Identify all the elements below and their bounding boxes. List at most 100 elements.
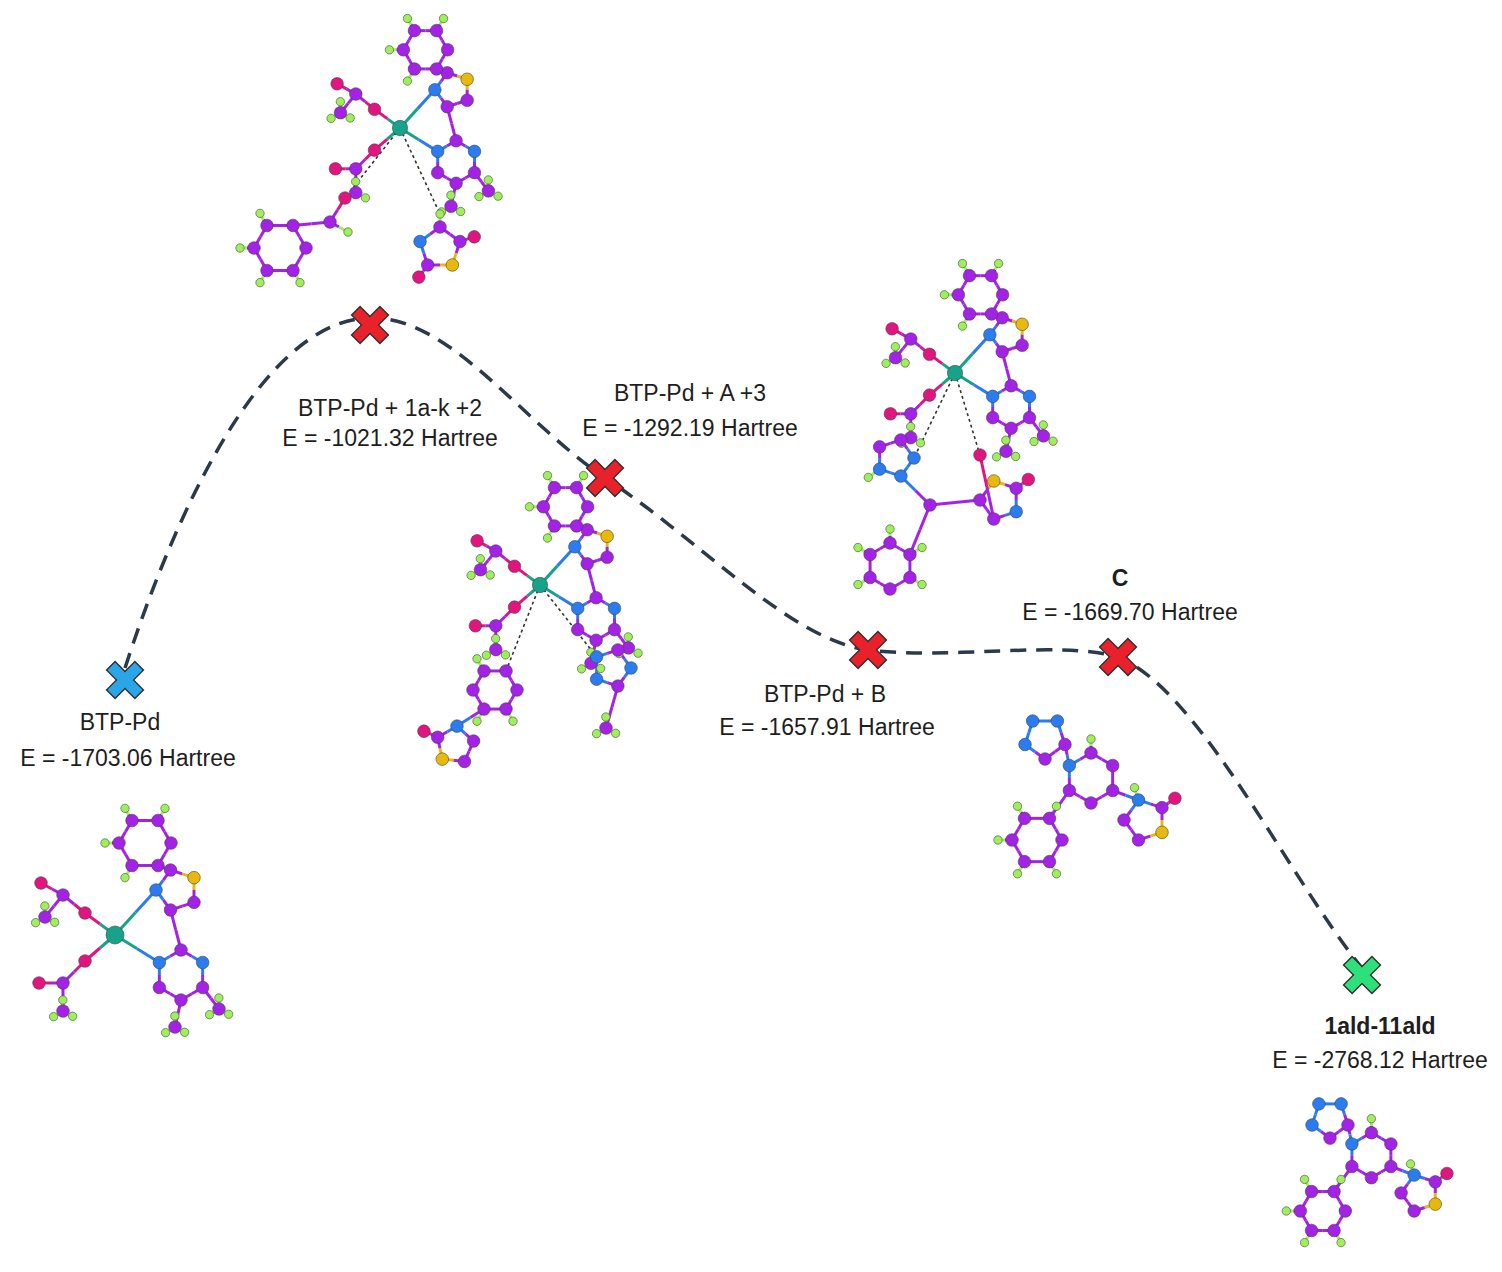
atom [59,996,67,1004]
atom [336,98,344,106]
atom [1005,379,1018,392]
x-marker-fill [1101,640,1135,674]
atom [592,729,600,737]
x-marker [1100,639,1137,676]
atom [175,944,188,957]
reaction-path [125,318,1362,968]
atom [501,651,509,659]
atom [1019,738,1032,751]
atom [350,163,363,176]
atom [57,889,70,902]
atom [429,83,442,96]
atom [1005,422,1018,435]
atom [994,836,1002,844]
atom [891,343,899,351]
x-marker-bar [107,662,144,699]
energy-label: 1ald-11ald [1321,1012,1438,1040]
x-marker-bar [352,307,389,344]
atom [1441,1167,1454,1180]
x-marker-fill [353,308,387,342]
atom [947,365,962,380]
atom [537,501,550,514]
atom [1002,436,1010,444]
atom [1016,318,1029,331]
atom [397,44,410,57]
atom [577,665,585,673]
x-marker-bar [1100,639,1137,676]
x-marker-bar [1344,957,1381,994]
atom [1294,1205,1307,1218]
atom [1429,1198,1442,1211]
atom [1156,801,1169,814]
x-marker-fill [108,663,142,697]
atom [1408,1205,1421,1218]
atom [1022,473,1035,486]
atom [1106,784,1119,797]
atom [873,463,886,476]
atom [601,530,614,543]
atom [886,323,899,336]
molecule [994,715,1181,878]
atom [152,814,165,827]
atom [590,591,603,604]
atom [974,449,987,462]
atom [601,551,614,564]
atom [474,563,487,576]
atom [287,219,300,232]
atom [509,717,517,725]
atom [434,221,447,234]
atom [1051,715,1064,728]
atom [570,481,583,494]
atom [445,200,458,213]
atom [39,911,52,924]
atom [905,333,918,346]
atom [882,359,890,367]
atom [1018,855,1031,868]
x-marker [587,460,624,497]
energy-label: C [1109,564,1132,592]
atom [467,684,480,697]
atom [1043,812,1056,825]
atom [1429,1176,1442,1189]
atom [213,1003,226,1016]
molecule [31,804,232,1037]
atom [165,837,178,850]
x-marker-fill [851,633,885,667]
atom [324,216,337,229]
atom [1013,802,1021,810]
atom [1010,505,1023,518]
atom [392,120,407,135]
x-marker-fill [1101,640,1135,674]
atom [854,543,862,551]
bond [955,373,980,455]
atom [988,475,1001,488]
atom [581,557,594,570]
atom [508,560,521,573]
atom [571,602,584,615]
atom [1365,1126,1378,1139]
x-marker-bar [587,460,624,497]
energy-label: E = -1292.19 Hartree [579,414,800,442]
atom [906,422,914,430]
atom [963,308,976,321]
atom [153,981,166,994]
atom [608,602,621,615]
atom [431,731,444,744]
atom [446,259,459,272]
atom [41,902,49,910]
stationary-point-markers [107,307,1381,994]
atom [543,534,551,542]
atom [1342,1119,1355,1132]
atom [490,620,503,633]
atom [106,926,124,944]
atom [500,703,513,716]
energy-label: E = -2768.12 Hartree [1269,1046,1490,1074]
atom [491,634,499,642]
atom [1132,834,1145,847]
atom [50,918,58,926]
atom [918,543,926,551]
atom [886,525,894,533]
molecule [1282,1098,1453,1247]
atom [1023,390,1036,403]
